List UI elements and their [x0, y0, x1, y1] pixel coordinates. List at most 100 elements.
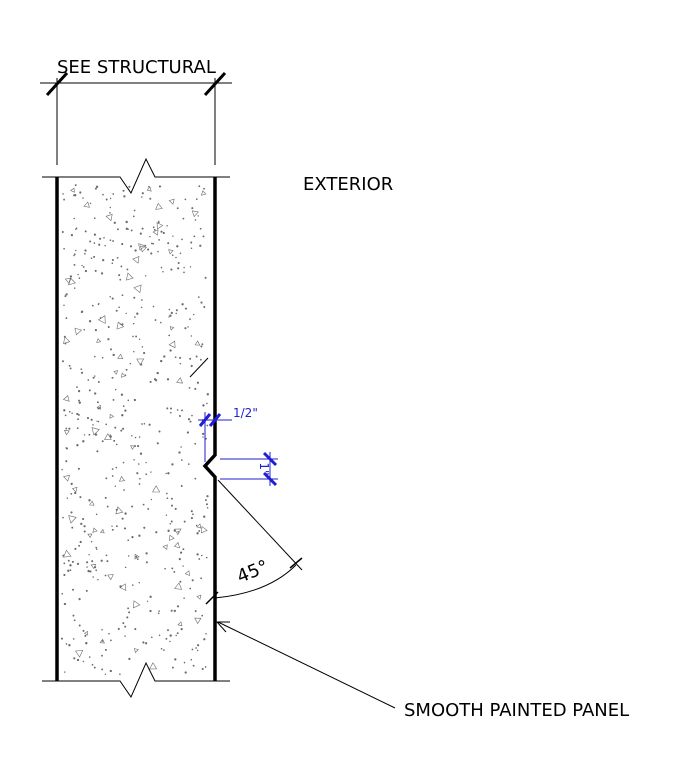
concrete-dot	[158, 220, 160, 223]
concrete-dot	[180, 627, 183, 631]
concrete-dot	[80, 522, 83, 526]
aggregate-triangle	[90, 564, 97, 570]
aggregate-triangle	[104, 433, 112, 440]
concrete-dot	[111, 258, 114, 262]
aggregate-triangle	[119, 583, 127, 591]
concrete-dot	[187, 326, 189, 328]
concrete-dot	[204, 276, 207, 279]
concrete-dot	[168, 316, 170, 318]
concrete-dot	[179, 362, 182, 365]
concrete-dot	[91, 663, 94, 666]
aggregate-triangle	[133, 648, 139, 654]
aggregate-triangle	[87, 533, 93, 539]
concrete-dot	[88, 553, 90, 556]
aggregate-triangle	[132, 600, 141, 609]
concrete-dot	[111, 468, 114, 470]
angle-tick-bottom	[205, 591, 219, 605]
aggregate-triangle	[200, 525, 208, 534]
concrete-dot	[146, 600, 149, 603]
concrete-dot	[170, 268, 173, 271]
concrete-dot	[63, 602, 67, 606]
concrete-dot	[156, 442, 159, 445]
concrete-dot	[122, 405, 125, 407]
concrete-dot	[198, 185, 201, 188]
concrete-dot	[93, 666, 96, 669]
aggregate-triangle	[196, 523, 202, 529]
concrete-dot	[112, 193, 115, 195]
concrete-dot	[73, 657, 76, 660]
concrete-dot	[94, 392, 97, 395]
concrete-dot	[143, 351, 146, 355]
concrete-dot	[121, 517, 124, 520]
concrete-dot	[73, 619, 76, 622]
concrete-dot	[199, 358, 202, 361]
concrete-dot	[102, 258, 105, 262]
concrete-dot	[69, 564, 72, 567]
concrete-dot	[124, 409, 127, 412]
concrete-dot	[123, 527, 127, 530]
concrete-dot	[157, 250, 159, 253]
concrete-dot	[68, 427, 71, 430]
concrete-dot	[206, 495, 209, 498]
concrete-dot	[111, 528, 114, 531]
aggregate-triangle	[96, 338, 102, 343]
concrete-dot	[186, 431, 189, 434]
concrete-dot	[124, 625, 127, 628]
concrete-dot	[84, 230, 87, 233]
concrete-dot	[172, 235, 174, 237]
concrete-dot	[110, 348, 112, 351]
concrete-dot	[93, 242, 96, 244]
concrete-dot	[122, 427, 125, 430]
concrete-dot	[174, 356, 177, 359]
concrete-dot	[69, 367, 72, 370]
angle-dimension	[205, 479, 303, 605]
aggregate-triangle	[138, 243, 146, 251]
concrete-dot	[176, 605, 180, 608]
concrete-dot	[176, 632, 179, 635]
concrete-dot	[184, 671, 187, 674]
concrete-dot	[149, 197, 152, 200]
concrete-dot	[178, 415, 181, 417]
concrete-dot	[140, 306, 143, 309]
concrete-dot	[119, 278, 122, 281]
concrete-dot	[115, 309, 118, 312]
concrete-dot	[64, 671, 66, 673]
concrete-dot	[143, 526, 146, 529]
concrete-dot	[84, 634, 87, 637]
concrete-dot	[169, 314, 172, 317]
concrete-dot	[85, 642, 88, 645]
concrete-dot	[63, 304, 65, 306]
concrete-dot	[131, 535, 134, 539]
concrete-dot	[160, 230, 163, 233]
concrete-hatch	[60, 184, 209, 676]
concrete-dot	[177, 261, 180, 264]
concrete-dot	[128, 657, 131, 661]
concrete-dot	[81, 264, 83, 267]
concrete-dot	[82, 440, 85, 443]
concrete-dot	[112, 353, 115, 357]
aggregate-triangle	[168, 198, 175, 205]
concrete-dot	[163, 355, 166, 358]
concrete-dot	[109, 239, 112, 242]
concrete-dot	[141, 196, 143, 198]
concrete-dot	[150, 242, 153, 245]
concrete-dot	[83, 434, 86, 436]
concrete-dot	[124, 566, 127, 569]
concrete-dot	[194, 219, 197, 221]
concrete-dot	[149, 609, 152, 613]
concrete-dot	[111, 525, 113, 527]
concrete-dot	[173, 570, 176, 573]
concrete-dot	[127, 555, 130, 557]
concrete-dot	[138, 483, 141, 485]
concrete-dot	[83, 328, 85, 331]
concrete-dot	[62, 193, 64, 195]
concrete-dot	[79, 191, 82, 194]
aggregate-triangle	[107, 574, 114, 581]
concrete-dot	[183, 266, 185, 269]
concrete-dot	[181, 238, 183, 241]
concrete-dot	[141, 346, 144, 348]
concrete-dot	[205, 556, 208, 559]
concrete-dot	[98, 243, 101, 246]
concrete-dot	[74, 194, 77, 197]
concrete-dot	[120, 265, 123, 268]
